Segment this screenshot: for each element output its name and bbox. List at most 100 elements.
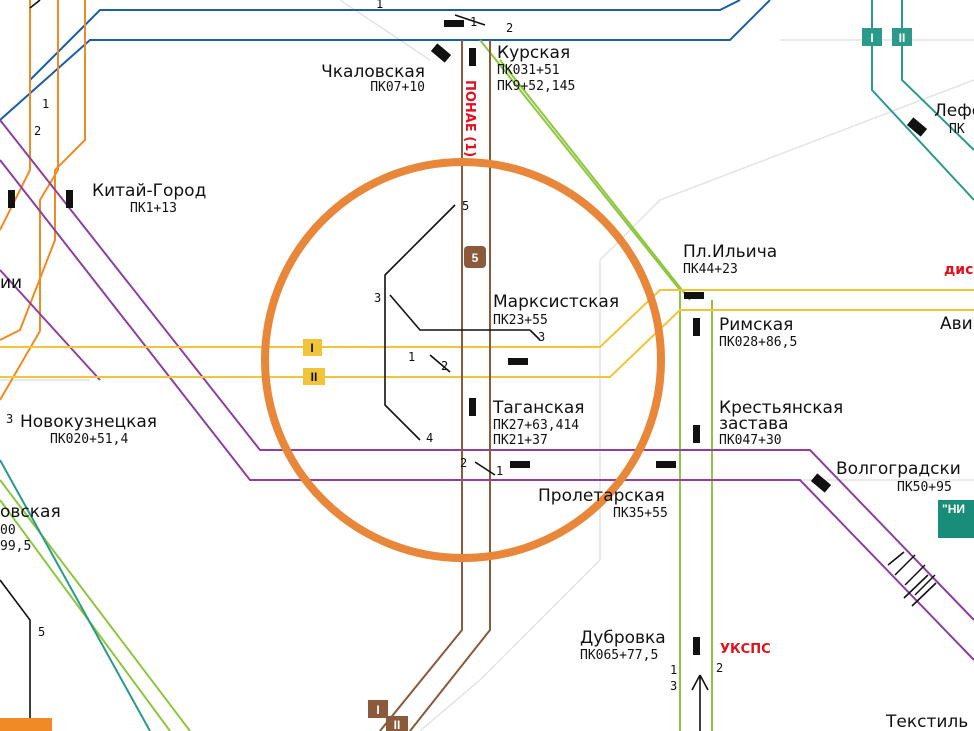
station-novokuznetskaya: Новокузнецкая — [20, 412, 157, 432]
station-krestyanskaya-2: застава — [719, 414, 789, 434]
station-left-partial-1: ии — [0, 273, 22, 293]
track-number-5: I — [376, 703, 379, 717]
pk-proletarskaya: ПК35+55 — [613, 506, 668, 521]
station-chkalovskaya: Чкаловская — [321, 62, 425, 82]
station-volgogradsky: Волгоградски — [836, 459, 961, 479]
track-number-15: 1 — [408, 350, 415, 364]
pk-novokuznetskaya: ПК020+51,4 — [50, 432, 128, 447]
track-number-20: 3 — [6, 412, 13, 426]
station-left-partial-2: овская — [0, 502, 61, 522]
track-numbers: 1 2 1 2 5 3 3 1 2 4 2 1 3 5 1 3 2 1 — [6, 0, 723, 693]
badge-orange-corner — [0, 718, 52, 731]
track-number-18: 2 — [460, 456, 467, 470]
track-number-13: 3 — [374, 291, 381, 305]
track-number-22: 1 — [670, 663, 677, 677]
platform-lefortovo — [906, 117, 928, 137]
station-tekstilshchiki: Текстиль — [885, 712, 968, 731]
station-kurskaya: Курская — [497, 43, 570, 63]
platform-markers — [8, 20, 928, 655]
station-taganskaya: Таганская — [492, 398, 585, 418]
badge-line-II — [303, 368, 325, 385]
track-number-17: 4 — [426, 431, 433, 445]
platform-top — [444, 20, 464, 27]
pk-pl-ilyicha: ПК44+23 — [683, 262, 738, 277]
badge-line-I — [303, 339, 322, 356]
track-number-14: 3 — [538, 330, 545, 344]
station-lefortovo: Лефо — [934, 101, 974, 121]
vertical-line-label: ПОНАЕ (1) — [462, 80, 477, 157]
track-number-19: 1 — [496, 464, 503, 478]
station-aviamotornaya: Ави — [940, 314, 973, 334]
track-number-25: 1 — [376, 0, 383, 11]
platform-marksistskaya — [508, 358, 528, 365]
pk-rimskaya: ПК028+86,5 — [719, 335, 797, 350]
track-number-21: 5 — [38, 625, 45, 639]
tag-dis: дис — [944, 262, 973, 278]
badge-top-II — [892, 28, 912, 46]
pk-kitai-gorod: ПК1+13 — [130, 201, 177, 216]
pk-chkalovskaya: ПК07+10 — [370, 80, 425, 95]
track-number-3: I — [870, 31, 873, 45]
pk-left-partial-2a: 00 — [0, 523, 16, 538]
station-krestyanskaya-1: Крестьянская — [719, 398, 843, 418]
pk-taganskaya-purple: ПК21+37 — [493, 433, 548, 448]
track-number-24: 2 — [716, 661, 723, 675]
blue-line — [0, 0, 771, 121]
track-number-11: 2 — [34, 124, 41, 138]
track-number-2: 5 — [472, 251, 479, 265]
highlight-circle — [261, 158, 665, 562]
track-number-12: 5 — [462, 199, 469, 213]
orange-line — [0, 0, 86, 401]
platform-rimskaya — [693, 318, 700, 336]
platform-krestyanskaya — [693, 425, 700, 443]
track-number-23: 3 — [670, 679, 677, 693]
yellow-line — [0, 289, 974, 378]
pk-volgogradsky: ПК50+95 — [897, 480, 952, 495]
pk-dubrovka: ПК065+77,5 — [580, 648, 658, 663]
platform-kurskaya — [469, 48, 476, 66]
badge-bottom-I — [368, 700, 388, 718]
track-number-7: "НИ — [942, 502, 965, 516]
track-number-0: I — [310, 341, 313, 355]
pk-taganskaya-brown: ПК27+63,414 — [493, 418, 579, 433]
track-schematic — [0, 0, 937, 731]
platform-proletarskaya-2 — [656, 461, 676, 468]
platform-kitai-gorod — [66, 190, 73, 208]
station-proletarskaya: Пролетарская — [538, 486, 665, 506]
track-number-8: 1 — [470, 15, 477, 29]
pk-kurskaya-blue: ПК031+51 — [497, 63, 560, 78]
badge-top-I — [862, 28, 882, 46]
brown-line — [379, 40, 491, 731]
crossing-marks — [894, 554, 936, 596]
track-number-4: II — [899, 31, 906, 45]
pk-kurskaya-brown: ПК9+52,145 — [497, 79, 575, 94]
platform-taganskaya — [469, 398, 476, 416]
badge-teal-ni — [938, 500, 974, 538]
station-pl-ilyicha: Пл.Ильича — [683, 242, 777, 262]
platform-pl-ilyicha — [684, 292, 704, 299]
track-number-6: II — [394, 718, 401, 731]
platform-dubrovka — [693, 637, 700, 655]
platform-left — [8, 190, 15, 208]
track-number-10: 1 — [42, 97, 49, 111]
pk-lefortovo: ПК — [949, 122, 965, 137]
tag-uksps: УКСПС — [720, 642, 771, 657]
platform-volgogradsky — [810, 473, 832, 493]
pk-left-partial-2b: 99,5 — [0, 539, 31, 554]
station-marksistskaya: Марксистская — [493, 292, 619, 312]
purple-line — [0, 119, 974, 661]
pk-krestyanskaya: ПК047+30 — [719, 433, 782, 448]
station-rimskaya: Римская — [719, 315, 793, 335]
station-dubrovka: Дубровка — [580, 628, 666, 648]
station-labels: Курская ПК031+51 ПК9+52,145 Чкаловская П… — [0, 43, 974, 731]
track-number-16: 2 — [441, 359, 448, 373]
platform-proletarskaya — [510, 461, 530, 468]
platform-chkalovskaya — [430, 43, 452, 63]
badge-five — [464, 246, 486, 268]
track-number-9: 2 — [506, 21, 513, 35]
track-number-1: II — [311, 370, 318, 384]
badge-bottom-II — [386, 716, 408, 731]
